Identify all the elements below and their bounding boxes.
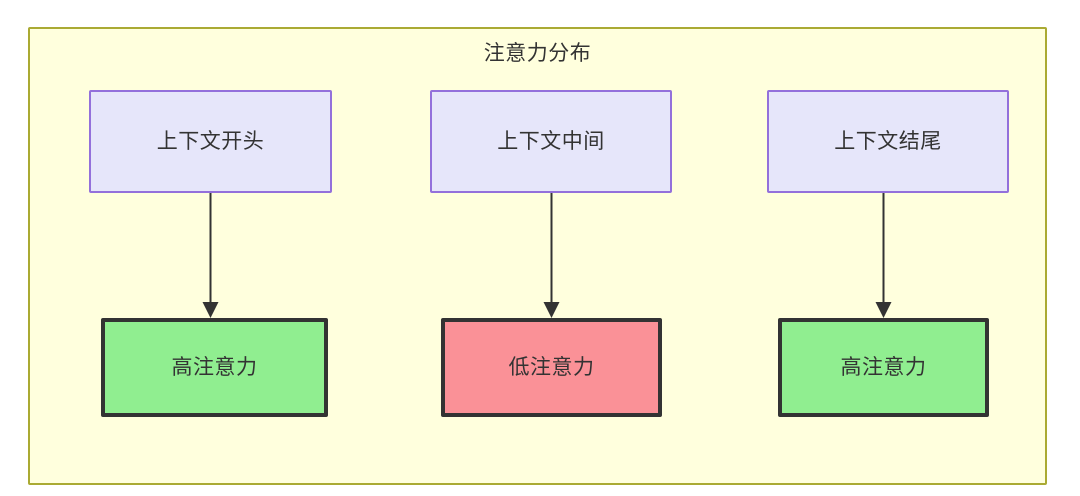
node-label: 上下文结尾 (834, 129, 942, 153)
subgraph-title: 注意力分布 (483, 42, 592, 65)
node-context-end[interactable]: 上下文结尾 (767, 90, 1009, 193)
node-label: 上下文中间 (497, 129, 605, 153)
node-context-start[interactable]: 上下文开头 (89, 90, 332, 193)
node-attention-start[interactable]: 高注意力 (101, 318, 328, 417)
node-attention-end[interactable]: 高注意力 (778, 318, 989, 417)
node-label: 高注意力 (840, 355, 927, 379)
node-attention-middle[interactable]: 低注意力 (441, 318, 662, 417)
node-label: 低注意力 (508, 355, 595, 379)
node-label: 高注意力 (171, 355, 258, 379)
node-label: 上下文开头 (156, 129, 265, 153)
node-context-middle[interactable]: 上下文中间 (430, 90, 672, 193)
